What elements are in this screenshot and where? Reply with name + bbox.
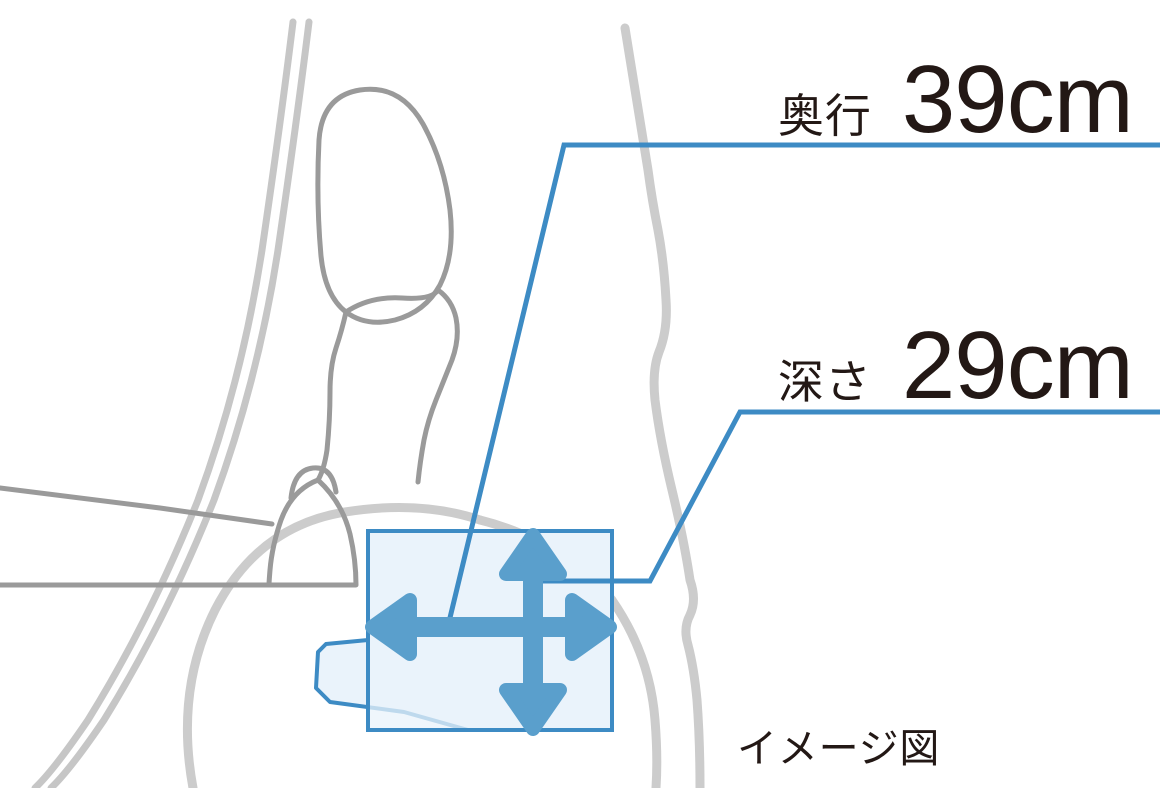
nozzle-outline (266, 477, 359, 588)
leader-lines-group (445, 142, 1160, 627)
pelvic-floor-curve (0, 485, 275, 527)
bowl-arc-left (182, 503, 485, 788)
torso-right-contour (620, 23, 705, 788)
measurement-label-depth-down: 深さ 29cm (778, 312, 1134, 419)
measurement-label-depth-front: 奥行 39cm (778, 46, 1134, 153)
thigh-line-outer (31, 18, 297, 788)
measurement-value-depth-down: 29cm (901, 312, 1134, 419)
dimension-arrows-group (365, 528, 617, 736)
nozzle-cap-outline (288, 465, 339, 501)
leader-line-depth-front (445, 142, 1160, 627)
thigh-line-inner (47, 18, 313, 788)
leader-line-depth-down (533, 409, 1160, 584)
organ-upper-outline (315, 86, 454, 325)
measurement-term-depth-front: 奥行 (778, 90, 872, 142)
organ-neck-outline (343, 287, 441, 315)
organ-duct-outline-right (415, 287, 460, 485)
vertical-dimension-arrow (499, 528, 567, 736)
organ-duct-outline (315, 309, 349, 483)
measurement-term-depth-down: 深さ (778, 356, 872, 408)
measurement-value-depth-front: 39cm (901, 46, 1134, 153)
figure-caption: イメージ図 (737, 727, 941, 771)
